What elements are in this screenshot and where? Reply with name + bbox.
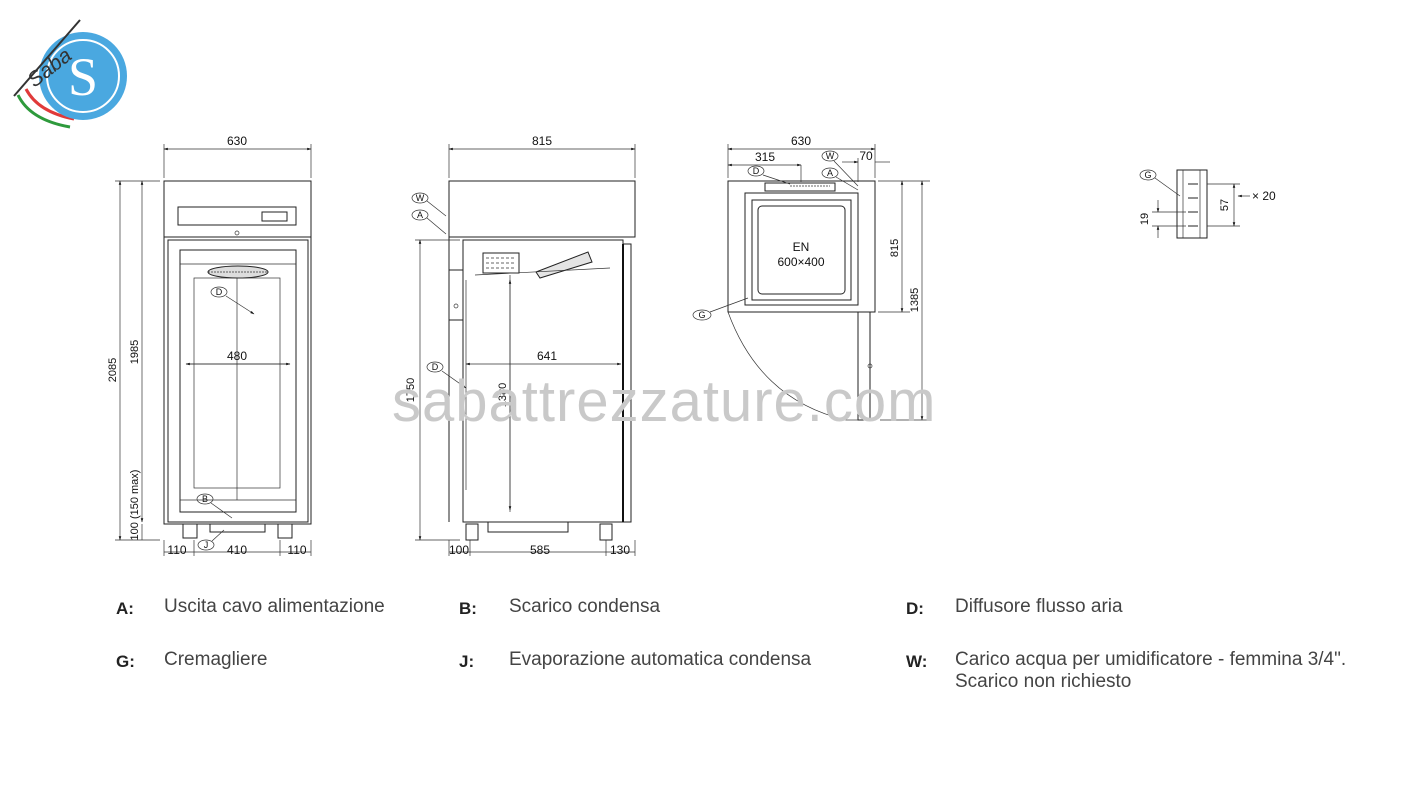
logo-letter: S [68, 47, 98, 107]
top-depth-label: 815 [889, 239, 901, 257]
side-bottom-left-label: 100 [449, 543, 469, 557]
watermark: sabattrezzature.com [392, 369, 937, 434]
front-bottom-left-label: 110 [167, 543, 186, 557]
side-bottom-right-label: 130 [610, 543, 630, 557]
front-view: 630 2085 1985 100 (150 max) 480 110 410 … [107, 134, 312, 557]
front-inner-width-label: 480 [227, 349, 247, 363]
top-callout-d: D [753, 166, 760, 176]
front-callout-b: B [202, 494, 208, 504]
side-view: 815 1750 1380 641 100 585 130 W A D [405, 134, 636, 557]
top-callout-a: A [827, 168, 833, 178]
logo-circle [39, 32, 127, 120]
front-height-body-label: 1985 [129, 340, 141, 364]
rack-callout-g: G [1144, 170, 1151, 180]
front-feet-label: 100 (150 max) [129, 470, 141, 541]
front-bottom-right-label: 110 [287, 543, 306, 557]
side-callout-w: W [416, 193, 425, 203]
top-half-label: 315 [755, 150, 775, 164]
side-callout-d: D [432, 362, 439, 372]
rack-count-label: × 20 [1252, 189, 1276, 203]
side-height-outer-label: 1750 [405, 378, 417, 402]
top-door-open-label: 1385 [909, 288, 921, 312]
front-callout-d: D [216, 287, 223, 297]
side-depth-label: 815 [532, 134, 552, 148]
front-width-label: 630 [227, 134, 247, 148]
side-bottom-mid-label: 585 [530, 543, 550, 557]
rack-detail: 57 × 20 19 G [1139, 169, 1276, 239]
front-callout-j: J [204, 540, 209, 550]
top-view: EN 600×400 630 315 70 815 1385 W A D G [692, 134, 930, 421]
side-height-inner-label: 1380 [497, 383, 509, 407]
front-height-total-label: 2085 [107, 358, 119, 382]
tray-label-line1: EN [793, 240, 810, 254]
tray-label-line2: 600×400 [777, 255, 824, 269]
top-callout-g: G [698, 310, 705, 320]
top-width-label: 630 [791, 134, 811, 148]
saba-logo: S Saba [13, 19, 127, 129]
side-callout-a: A [417, 210, 423, 220]
rack-pitch-label: 57 [1219, 199, 1231, 211]
side-inner-depth-label: 641 [537, 349, 557, 363]
top-callout-w: W [826, 151, 835, 161]
rack-slot-label: 19 [1139, 213, 1151, 225]
front-bottom-mid-label: 410 [227, 543, 247, 557]
top-offset-label: 70 [859, 149, 873, 163]
